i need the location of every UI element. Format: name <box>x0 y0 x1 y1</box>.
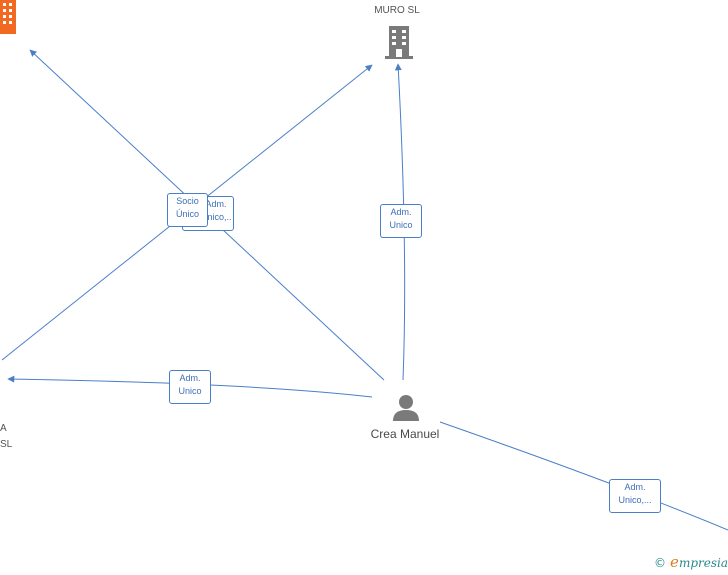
company-label-muro[interactable]: MURO SL <box>374 5 420 16</box>
edge-label-line2: Unico,... <box>201 212 231 222</box>
edge-label-adm-unico-left[interactable]: Adm. Unico <box>169 370 211 404</box>
edge-label-line1: Adm. <box>390 207 412 217</box>
edge-label-line1: Adm. <box>205 199 227 209</box>
edge-label-adm-unico-muro[interactable]: Adm. Unico <box>380 204 422 238</box>
brand-logo-text: mpresia <box>678 556 728 570</box>
company-label-left-line2[interactable]: SL <box>0 439 13 450</box>
edges <box>1 49 728 531</box>
edge-label-line2: Unico,... <box>618 495 652 505</box>
highlight-building-icon[interactable] <box>0 0 16 34</box>
company-label-left-line1[interactable]: A <box>0 423 7 434</box>
edge-person-to-left <box>7 375 373 398</box>
person-label[interactable]: Crea Manuel <box>370 427 440 441</box>
edge-label-line1: Socio <box>176 196 199 206</box>
edge-label-socio-unico[interactable]: Socio Único <box>167 193 208 227</box>
brand-watermark: ©empresia <box>654 553 728 571</box>
copyright-icon: © <box>654 556 667 570</box>
edge-label-line2: Unico <box>178 386 202 396</box>
edge-person-to-right <box>439 421 728 531</box>
edge-label-line1: Adm. <box>179 373 201 383</box>
edge-label-adm-unico-right[interactable]: Adm. Unico,... <box>609 479 661 513</box>
building-icon[interactable] <box>385 26 413 59</box>
brand-logo-letter: e <box>670 553 679 571</box>
person-icon[interactable] <box>393 395 419 421</box>
edge-label-line2: Único <box>175 209 199 219</box>
edge-label-line2: Unico <box>389 220 413 230</box>
edge-label-line1: Adm. <box>624 482 646 492</box>
